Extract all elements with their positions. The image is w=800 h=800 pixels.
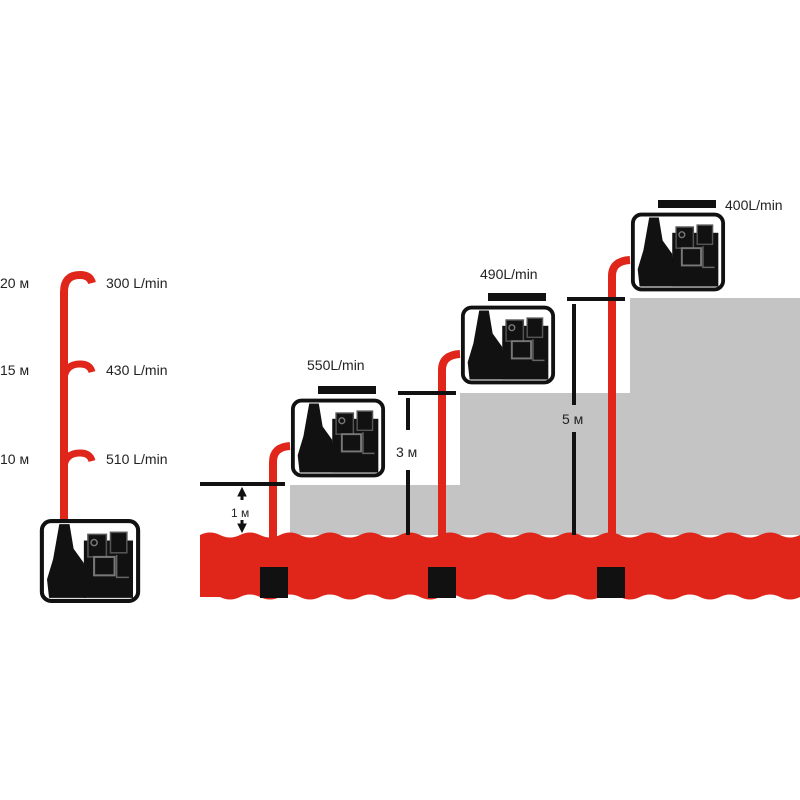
height-label: 20 м [0,275,29,291]
pump-icon [290,398,386,478]
height-label: 5 м [562,411,583,427]
dimension-3m [398,391,456,535]
flow-label: 400L/min [725,197,783,213]
height-label: 3 м [396,444,417,460]
branch-10m [60,449,96,467]
step-3 [630,298,800,535]
pump-icon [42,521,138,601]
suction-hose-2 [438,350,461,572]
branch-15m [60,360,96,379]
pump-icon [630,212,726,292]
discharge-hose [60,270,96,525]
flow-label: 300 L/min [106,275,167,291]
flow-label: 510 L/min [106,451,167,467]
height-label: 15 м [0,362,29,378]
flow-label: 550L/min [307,357,365,373]
height-label: 10 м [0,451,29,467]
height-label: 1 м [231,506,249,520]
pump-icon [460,305,556,385]
water-body [200,532,800,600]
flow-label: 430 L/min [106,362,167,378]
dimension-1m [200,482,285,534]
flow-label: 490L/min [480,266,538,282]
suction-hose-1 [269,442,291,572]
strainer-2 [428,567,456,598]
strainer-3 [597,567,625,598]
strainer-1 [260,567,288,598]
vertical-lift-group: 20 м 300 L/min 15 м 430 L/min 10 м 510 L… [0,270,167,601]
dimension-5m [567,297,625,535]
suction-hose-3 [608,256,631,572]
